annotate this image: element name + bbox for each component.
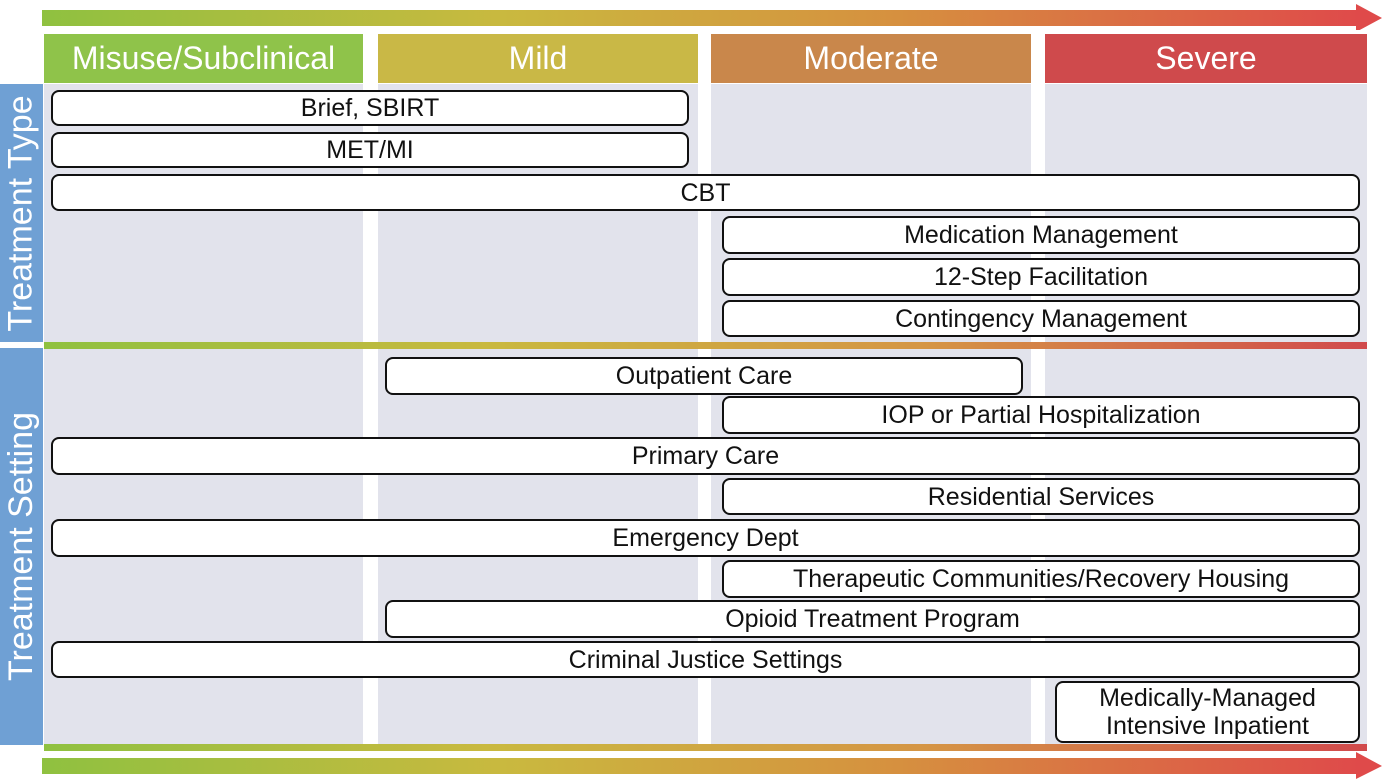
bar-primary-care: Primary Care: [51, 437, 1360, 475]
section-label-treatment-setting-text: Treatment Setting: [2, 412, 41, 681]
bar-contingency-management: Contingency Management: [722, 300, 1360, 337]
column-header-misuse: Misuse/Subclinical: [44, 34, 363, 83]
severity-arrow-bottom: [0, 748, 1384, 779]
bar-criminal-justice-settings: Criminal Justice Settings: [51, 641, 1360, 678]
section-label-treatment-type-text: Treatment Type: [2, 94, 41, 332]
bar-therapeutic-communities: Therapeutic Communities/Recovery Housing: [722, 560, 1360, 598]
bar-medication-management: Medication Management: [722, 216, 1360, 254]
section-label-treatment-type: Treatment Type: [0, 84, 43, 342]
bar-12-step-facilitation: 12-Step Facilitation: [722, 258, 1360, 296]
bar-opioid-treatment-program: Opioid Treatment Program: [385, 600, 1360, 638]
column-header-mild: Mild: [378, 34, 698, 83]
bar-cbt: CBT: [51, 174, 1360, 211]
bar-outpatient-care: Outpatient Care: [385, 357, 1023, 395]
column-header-moderate: Moderate: [711, 34, 1031, 83]
bar-residential-services: Residential Services: [722, 478, 1360, 515]
bar-met-mi: MET/MI: [51, 132, 689, 168]
bar-emergency-dept: Emergency Dept: [51, 519, 1360, 557]
bottom-divider: [44, 744, 1367, 751]
column-header-severe: Severe: [1045, 34, 1367, 83]
severity-arrow-top: [0, 0, 1384, 30]
bar-iop-partial-hospitalization: IOP or Partial Hospitalization: [722, 396, 1360, 434]
bar-medically-managed-inpatient: Medically-Managed Intensive Inpatient: [1055, 681, 1360, 743]
section-label-treatment-setting: Treatment Setting: [0, 348, 43, 745]
bar-brief-sbirt: Brief, SBIRT: [51, 90, 689, 126]
section-divider: [44, 342, 1367, 349]
